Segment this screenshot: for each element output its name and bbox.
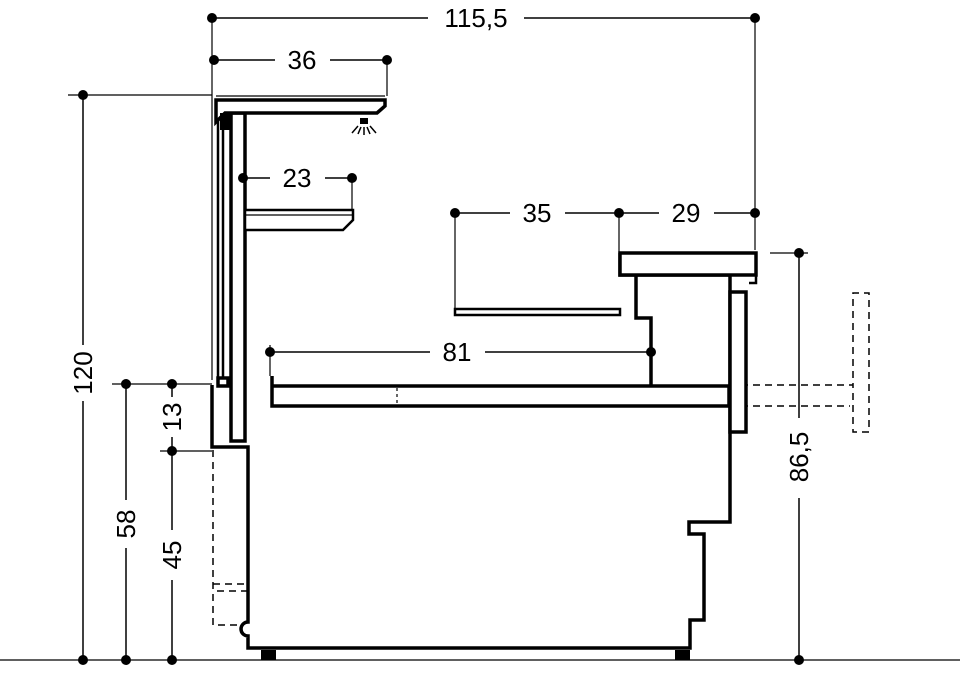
counter-top <box>618 251 758 277</box>
dimension-top-height: 86,5 <box>784 248 814 665</box>
dimension-upper-height: 13 45 <box>157 379 187 665</box>
dimension-label: 86,5 <box>784 432 814 483</box>
dimension-label: 13 <box>157 403 187 432</box>
dimension-label: 23 <box>283 163 312 193</box>
rear-post <box>229 111 247 443</box>
dimension-label: 58 <box>111 510 141 539</box>
dimension-total-height: 120 <box>68 90 98 665</box>
feet <box>261 650 690 660</box>
dimension-label: 35 <box>523 198 552 228</box>
dimension-shelf-depth: 23 <box>238 163 357 193</box>
dimension-canopy-depth: 36 <box>209 45 392 75</box>
dimension-worktop-depth: 81 <box>265 337 656 367</box>
dimension-glass-depth: 35 29 <box>450 198 760 228</box>
dimension-total-width: 115,5 <box>207 3 760 33</box>
lamp-icon <box>351 118 377 135</box>
dimension-label: 36 <box>288 45 317 75</box>
dimension-label: 29 <box>672 198 701 228</box>
dimension-label: 115,5 <box>444 3 507 33</box>
dimension-label: 45 <box>157 541 187 570</box>
glass-shelf <box>453 307 622 317</box>
dimension-label: 81 <box>443 337 472 367</box>
side-panel <box>728 290 748 434</box>
upper-shelf <box>243 208 355 232</box>
canopy <box>214 98 387 127</box>
dimension-counter-height: 58 <box>111 379 141 665</box>
dimension-label: 120 <box>68 351 98 394</box>
glass-pane <box>216 114 225 382</box>
